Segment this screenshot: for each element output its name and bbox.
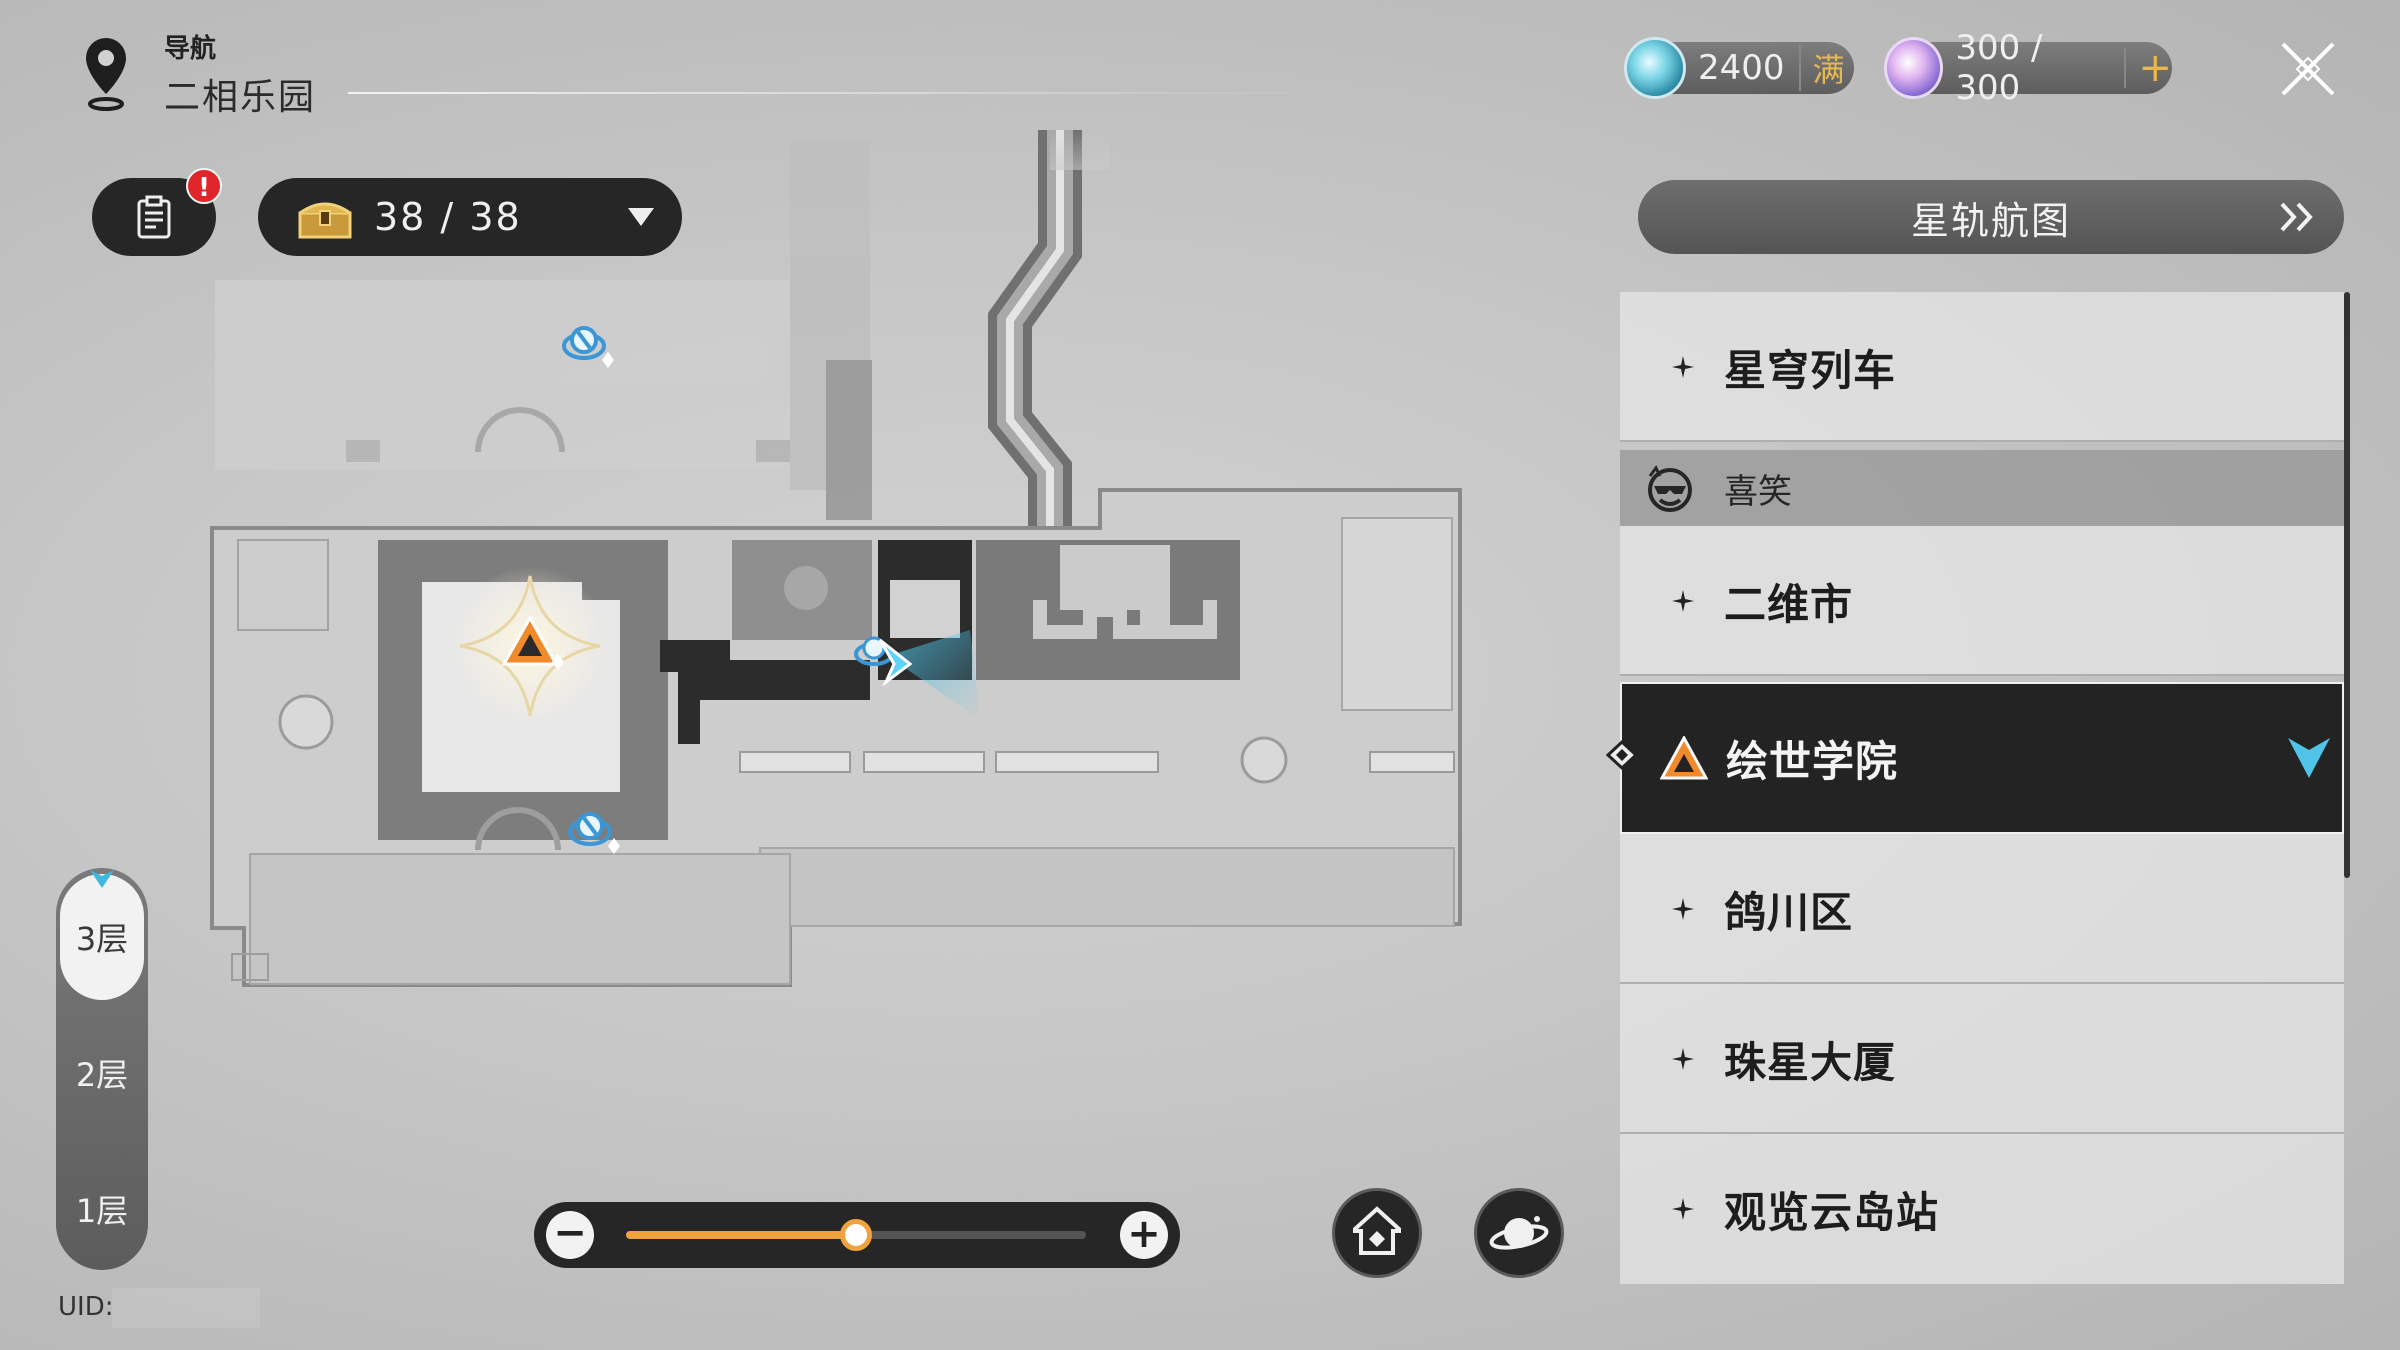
location-item-pigeon-river[interactable]: 鸽川区 <box>1620 834 2344 984</box>
map-corridor <box>988 130 1110 650</box>
location-item-2d-city[interactable]: 二维市 <box>1620 526 2344 676</box>
floor-3-button[interactable]: 3层 <box>60 874 144 1000</box>
location-item-academy-selected[interactable]: 绘世学院 <box>1620 682 2344 834</box>
location-list[interactable]: 星穹列车 喜笑 二维市 绘世学院 鸽川区 珠星大厦 <box>1620 292 2348 1290</box>
current-location-marker-icon <box>2288 738 2330 778</box>
location-pin-icon <box>86 38 126 111</box>
close-icon[interactable] <box>2275 36 2341 102</box>
planet-view-button[interactable] <box>1474 1188 1564 1278</box>
location-item-cloud-island-station[interactable]: 观览云岛站 <box>1620 1134 2344 1284</box>
home-icon <box>1353 1206 1401 1255</box>
location-name: 二维市 <box>1724 579 1854 629</box>
double-chevron-right-icon <box>2280 202 2313 232</box>
current-floor-marker-icon <box>90 870 114 888</box>
trailblaze-fuel-value: 2400 <box>1698 48 1785 88</box>
treasure-chest-count: 38 / 38 <box>374 195 522 239</box>
map-canvas <box>210 130 1462 987</box>
location-name: 星穹列车 <box>1724 345 1897 395</box>
nav-header: 导航 二相乐园 <box>78 28 1338 118</box>
stellar-jade-value: 300 / 300 <box>1955 28 2043 108</box>
home-locate-button[interactable] <box>1332 1188 1422 1278</box>
location-name: 绘世学院 <box>1726 736 1899 786</box>
zoom-slider-track[interactable] <box>626 1219 1086 1251</box>
list-divider <box>1620 982 2344 984</box>
location-name: 鸽川区 <box>1724 887 1854 937</box>
location-item-astral-express[interactable]: 星穹列车 <box>1620 292 2344 442</box>
map-view[interactable] <box>0 0 1560 1350</box>
zoom-slider-fill <box>626 1231 856 1239</box>
stellar-jade-add-button[interactable]: + <box>2124 48 2172 88</box>
star-rail-map-label: 星轨航图 <box>1910 198 2071 243</box>
trailblaze-fuel-icon <box>1624 37 1686 99</box>
map-main-building <box>210 488 1462 987</box>
map-marker-teleport-1 <box>562 326 614 368</box>
space-anchor-icon <box>1660 736 1708 780</box>
dropdown-arrow-icon <box>628 208 654 226</box>
floor-2-button[interactable]: 2层 <box>75 1056 129 1094</box>
location-name: 珠星大厦 <box>1724 1037 1897 1087</box>
list-scrollbar[interactable] <box>2344 292 2350 878</box>
planet-icon <box>1489 1216 1549 1250</box>
faction-header: 喜笑 <box>1620 450 2344 526</box>
location-name: 观览云岛站 <box>1724 1187 1940 1237</box>
nav-label: 导航 <box>164 34 217 64</box>
stellar-jade-icon <box>1884 37 1944 99</box>
header-divider <box>348 92 1338 94</box>
floor-selector[interactable]: 3层 2层 1层 <box>56 868 148 1270</box>
list-divider <box>1620 1132 2344 1134</box>
star-rail-map-button[interactable]: 星轨航图 <box>1638 180 2344 254</box>
floor-1-button[interactable]: 1层 <box>75 1192 129 1230</box>
uid-value-mask <box>112 1288 260 1328</box>
sparkle-icon <box>1672 1048 1694 1070</box>
location-item-pearl-star-tower[interactable]: 珠星大厦 <box>1620 984 2344 1134</box>
treasure-chest-icon <box>298 202 352 239</box>
treasure-chest-selector[interactable]: 38 / 38 <box>258 178 682 256</box>
stellar-jade-counter[interactable]: 300 / 300 + <box>1884 28 2172 108</box>
trailblaze-fuel-full-tag: 满 <box>1798 45 1845 91</box>
selection-pointer-icon <box>1606 740 1638 770</box>
current-place-name: 二相乐园 <box>164 77 317 118</box>
sparkle-icon <box>1672 1198 1694 1220</box>
list-divider <box>1620 440 2344 442</box>
aha-mask-icon <box>1648 465 1692 512</box>
zoom-control: − + <box>534 1202 1180 1268</box>
zoom-slider-thumb[interactable] <box>840 1219 872 1251</box>
clipboard-icon <box>137 195 171 239</box>
sparkle-icon <box>1672 356 1694 378</box>
zoom-out-button[interactable]: − <box>546 1211 594 1259</box>
faction-name: 喜笑 <box>1724 471 1792 512</box>
map-marker-space-anchor <box>450 566 610 726</box>
sparkle-icon <box>1672 590 1694 612</box>
sparkle-icon <box>1672 898 1694 920</box>
map-marker-teleport-2 <box>568 812 620 854</box>
map-upper-building <box>215 140 872 520</box>
mission-alert-badge: ! <box>186 168 222 204</box>
uid-label: UID: <box>58 1292 114 1322</box>
trailblaze-fuel-counter[interactable]: 2400 满 <box>1624 37 1854 99</box>
map-player-arrow <box>854 636 913 687</box>
list-divider <box>1620 674 2344 676</box>
zoom-in-button[interactable]: + <box>1120 1211 1168 1259</box>
